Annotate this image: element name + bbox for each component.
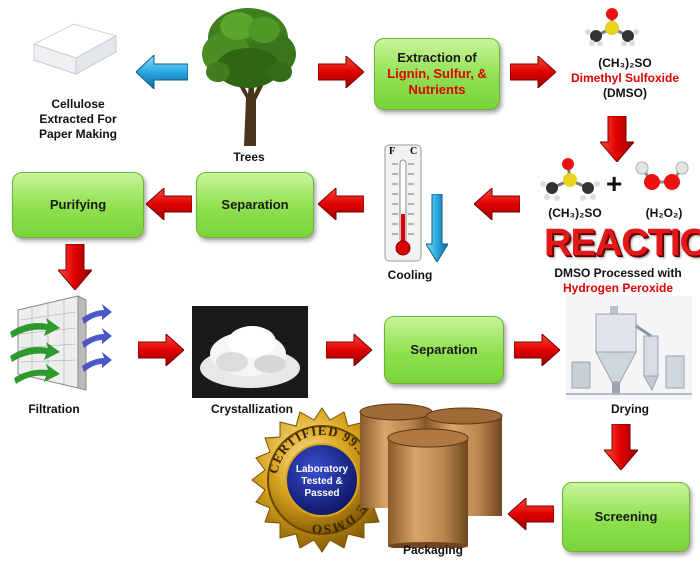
separation-box-1: Separation: [196, 172, 314, 238]
blue-arrow-cooling-down: [426, 194, 448, 262]
extraction-box: Extraction of Lignin, Sulfur, & Nutrient…: [374, 38, 500, 110]
cellulose-line-3: Paper Making: [38, 127, 118, 141]
red-arrow-reaction-to-cooling: [474, 188, 520, 220]
thermometer-f-label: F: [389, 146, 396, 157]
filtration-label: Filtration: [28, 402, 80, 416]
packaging-label: Packaging: [402, 543, 464, 557]
drying-label: Drying: [610, 402, 649, 416]
thermometer-image: [384, 144, 422, 262]
tree-image: [202, 8, 296, 146]
trees-label: Trees: [233, 150, 265, 164]
cooling-label: Cooling: [387, 268, 433, 282]
reaction-description: DMSO Processed with Hydrogen Peroxide: [540, 266, 696, 296]
crystallization-image: [192, 306, 308, 398]
red-arrow-extraction-to-dmso: [510, 56, 556, 88]
thermometer-c-label: C: [410, 146, 418, 157]
blue-arrow-left: [136, 55, 188, 89]
reactant-dmso-label: (CH₃)₂SO: [548, 206, 602, 220]
red-arrow-drying-down: [604, 424, 638, 470]
red-arrow-dmso-down: [600, 116, 634, 162]
dmso-abbr: (DMSO): [603, 86, 647, 100]
screening-box: Screening: [562, 482, 690, 552]
dmso-molecule-reactant-image: [540, 158, 600, 201]
seal-center-line-3: Passed: [304, 488, 339, 499]
cellulose-label: Cellulose Extracted For Paper Making: [22, 97, 134, 142]
extraction-line-2: Lignin, Sulfur, &: [387, 65, 487, 81]
purifying-box: Purifying: [12, 172, 144, 238]
dmso-formula: (CH₃)₂SO: [598, 56, 652, 70]
dmso-name: Dimethyl Sulfoxide: [570, 71, 680, 85]
red-arrow-screening-to-packaging: [508, 498, 554, 530]
plus-sign: +: [606, 168, 623, 199]
cellulose-line-2: Extracted For: [39, 112, 117, 126]
seal-center-line-1: Laboratory: [296, 464, 349, 475]
reactant-h2o2-label: (H₂O₂): [645, 206, 683, 220]
extraction-line-3: Nutrients: [408, 82, 466, 98]
red-arrow-filtration-to-crystallization: [138, 334, 184, 366]
paper-stack-image: [32, 23, 118, 75]
dmso-molecule-image: [585, 8, 639, 46]
packaging-drums-image: [359, 403, 503, 548]
seal-center-line-2: Tested &: [301, 476, 343, 487]
crystallization-label: Crystallization: [210, 402, 294, 416]
cellulose-line-1: Cellulose: [51, 97, 105, 111]
dmso-processed-label: DMSO Processed with: [554, 266, 682, 280]
drying-equipment-image: [566, 296, 692, 400]
filtration-image: [10, 295, 112, 391]
red-arrow-separation-to-purifying: [146, 188, 192, 220]
hydrogen-peroxide-label: Hydrogen Peroxide: [562, 281, 674, 295]
certified-seal-image: CERTIFIED 99.9% PURE DMSO Laboratory Tes…: [251, 407, 393, 553]
red-arrow-crystallization-to-separation: [326, 334, 372, 366]
red-arrow-separation-to-drying: [514, 334, 560, 366]
reaction-title: REACTION: [544, 222, 700, 264]
red-arrow-tree-to-extraction: [318, 56, 364, 88]
dmso-info: (CH₃)₂SO Dimethyl Sulfoxide (DMSO): [560, 56, 690, 101]
red-arrow-cooling-to-separation: [318, 188, 364, 220]
separation-box-2: Separation: [384, 316, 504, 384]
extraction-line-1: Extraction of: [397, 49, 477, 65]
red-arrow-purifying-down: [58, 244, 92, 290]
hydrogen-peroxide-molecule-image: [635, 161, 689, 190]
